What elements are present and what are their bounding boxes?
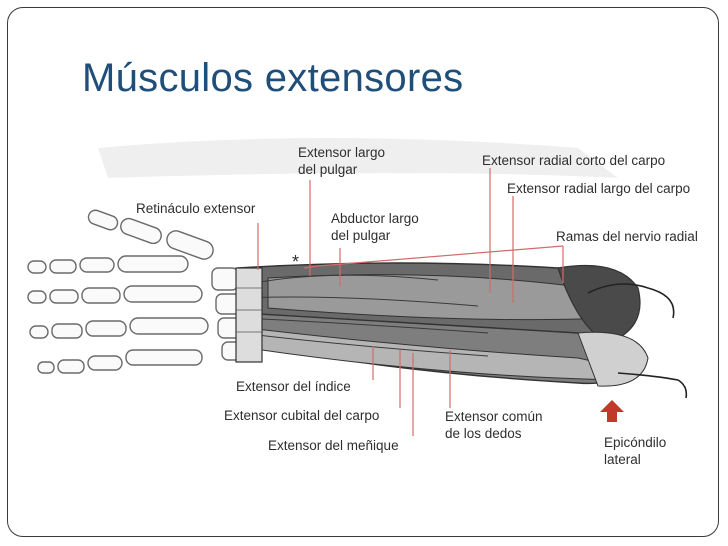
label-extensor-radial-largo: Extensor radial largo del carpo	[507, 181, 691, 196]
label-extensor-radial-corto: Extensor radial corto del carpo	[482, 153, 666, 168]
slide-title: Músculos extensores	[82, 56, 464, 100]
label-asterisk: *	[292, 252, 300, 272]
label-extensor-comun: Extensor común de los dedos	[445, 409, 543, 441]
muscle-group	[235, 262, 649, 387]
epicondyle-arrow	[600, 400, 624, 422]
label-ramas-nervio: Ramas del nervio radial	[556, 229, 698, 244]
elbow-outline	[587, 283, 688, 399]
retinaculum	[235, 267, 263, 363]
label-extensor-menique: Extensor del meñique	[268, 438, 399, 453]
label-abductor: Abductor largo del pulgar	[331, 211, 419, 243]
label-retinaculo: Retináculo extensor	[136, 201, 256, 216]
anatomy-figure: Extensor largo del pulgar Extensor radia…	[18, 118, 708, 488]
leader-lines	[257, 168, 564, 436]
hand-bones	[27, 209, 243, 374]
background-smudge	[98, 138, 618, 178]
label-extensor-cubital: Extensor cubital del carpo	[224, 408, 380, 423]
label-epicondilo: Epicóndilo lateral	[604, 435, 667, 467]
label-extensor-indice: Extensor del índice	[236, 379, 351, 394]
forearm-illustration	[27, 138, 688, 436]
label-extensor-largo-pulgar: Extensor largo del pulgar	[298, 145, 386, 177]
